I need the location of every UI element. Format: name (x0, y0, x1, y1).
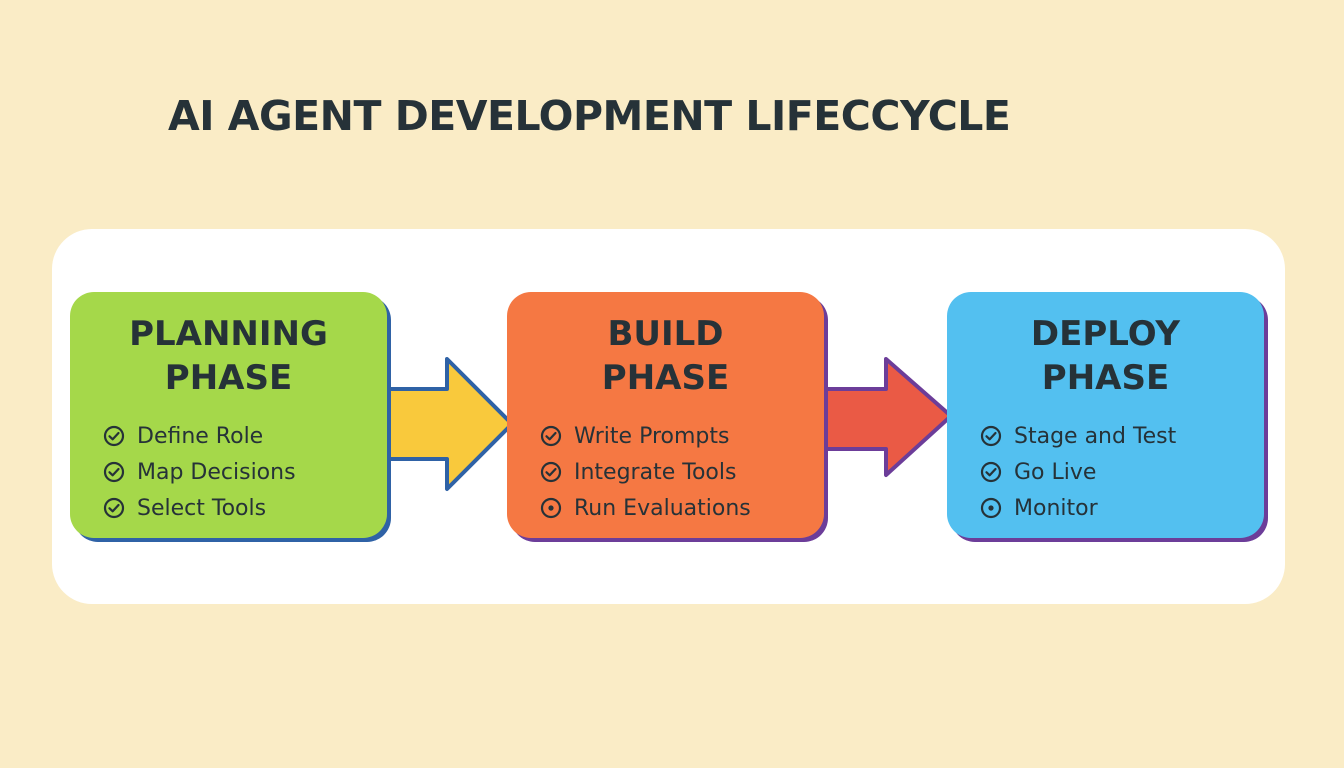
list-item-label: Monitor (1014, 495, 1098, 521)
phase-title-line: PHASE (1041, 358, 1170, 398)
check-circle-icon (103, 461, 125, 483)
list-item: Run Evaluations (540, 490, 824, 526)
check-circle-icon (980, 461, 1002, 483)
phase-card-build: BUILD PHASE Write Prompts Integrate Tool… (507, 292, 824, 538)
phase-title-line: PLANNING (129, 314, 328, 354)
list-item: Write Prompts (540, 418, 824, 454)
phase-item-list: Write Prompts Integrate Tools Run Evalua… (507, 418, 824, 526)
phase-title: PLANNING PHASE (70, 312, 387, 400)
phase-title-line: PHASE (164, 358, 293, 398)
phase-card-planning: PLANNING PHASE Define Role Map Decisions… (70, 292, 387, 538)
list-item-label: Select Tools (137, 495, 267, 521)
check-circle-icon (980, 425, 1002, 447)
check-circle-icon (540, 425, 562, 447)
phase-title: BUILD PHASE (507, 312, 824, 400)
list-item-label: Go Live (1014, 459, 1097, 485)
check-circle-icon (540, 461, 562, 483)
list-item-label: Integrate Tools (574, 459, 737, 485)
list-item-label: Stage and Test (1014, 423, 1177, 449)
list-item: Stage and Test (980, 418, 1264, 454)
diagram-title: AI AGENT DEVELOPMENT LIFECCYCLE (168, 92, 1011, 140)
check-circle-icon (103, 425, 125, 447)
check-circle-icon (103, 497, 125, 519)
phase-title-line: PHASE (601, 358, 730, 398)
phase-item-list: Define Role Map Decisions Select Tools (70, 418, 387, 526)
phase-title-line: DEPLOY (1030, 314, 1181, 354)
phase-title-line: BUILD (607, 314, 724, 354)
list-item-label: Map Decisions (137, 459, 296, 485)
list-item: Integrate Tools (540, 454, 824, 490)
dot-circle-icon (540, 497, 562, 519)
arrow-planning-to-build (384, 357, 514, 491)
phase-card-deploy: DEPLOY PHASE Stage and Test Go Live Moni… (947, 292, 1264, 538)
list-item: Monitor (980, 490, 1264, 526)
dot-circle-icon (980, 497, 1002, 519)
phase-title: DEPLOY PHASE (947, 312, 1264, 400)
list-item: Map Decisions (103, 454, 387, 490)
list-item-label: Define Role (137, 423, 264, 449)
phase-item-list: Stage and Test Go Live Monitor (947, 418, 1264, 526)
list-item-label: Run Evaluations (574, 495, 751, 521)
list-item: Select Tools (103, 490, 387, 526)
arrow-build-to-deploy (822, 357, 953, 477)
list-item-label: Write Prompts (574, 423, 730, 449)
list-item: Define Role (103, 418, 387, 454)
list-item: Go Live (980, 454, 1264, 490)
